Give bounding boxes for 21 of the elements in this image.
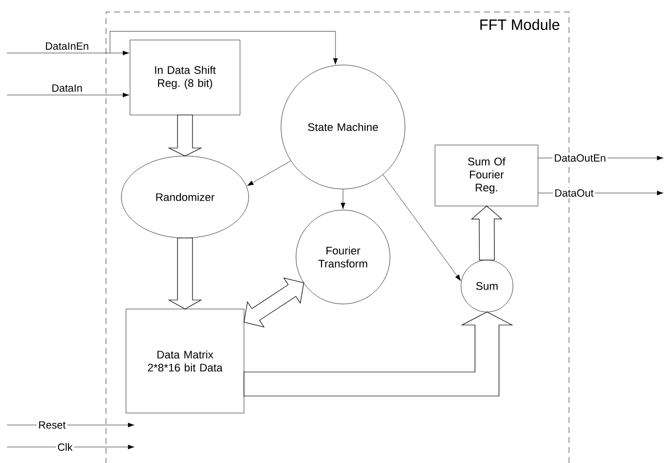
edge-label: DataOutEn (552, 152, 608, 164)
block-arrow (244, 278, 304, 328)
arrow (110, 31, 338, 65)
process-box: In Data Shift Reg. (8 bit) (130, 40, 240, 116)
signal-label: Reset (36, 420, 68, 430)
arrow (340, 189, 346, 210)
arrow (247, 160, 292, 186)
process-box: Sum Of Fourier Reg. (434, 144, 538, 206)
arrow (382, 174, 461, 281)
arrow (6, 92, 130, 98)
edge-label: DataIn (52, 84, 82, 92)
edge-label: DataOut (552, 188, 596, 198)
arrow (6, 50, 130, 56)
block-arrow (244, 312, 514, 396)
signal-label: Clk (56, 442, 74, 452)
block-arrow (168, 114, 202, 156)
edge-label: DataInEn (46, 42, 88, 50)
module-title: FFT Module (480, 19, 560, 30)
process-box: Data Matrix 2*8*16 bit Data (126, 308, 244, 414)
block-arrow (168, 238, 202, 310)
block-arrow (470, 206, 502, 260)
